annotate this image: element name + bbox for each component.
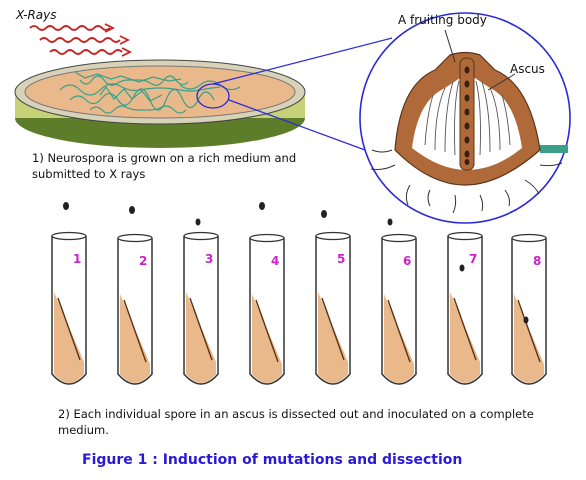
tube-number: 7 bbox=[469, 252, 478, 266]
tube-rim bbox=[51, 231, 87, 241]
tube-outline bbox=[315, 236, 351, 385]
tube-rim bbox=[183, 231, 219, 241]
tube-outline bbox=[117, 238, 153, 385]
fruiting-body-pointer bbox=[444, 29, 456, 63]
tube-medium bbox=[514, 294, 544, 383]
tube-medium bbox=[120, 294, 150, 383]
test-tube bbox=[315, 231, 351, 385]
spore bbox=[459, 264, 465, 272]
asci bbox=[424, 80, 511, 156]
ascospores bbox=[464, 66, 470, 165]
tube-outline bbox=[249, 238, 285, 385]
test-tube bbox=[117, 233, 153, 385]
tube-slant bbox=[57, 297, 81, 361]
test-tube bbox=[183, 231, 219, 385]
ascus-pointer bbox=[487, 73, 516, 91]
tube-medium bbox=[54, 292, 84, 383]
tube-rim bbox=[381, 233, 417, 243]
tube-medium bbox=[186, 292, 216, 383]
tube-slant bbox=[123, 299, 147, 363]
tube-rim bbox=[117, 233, 153, 243]
tube-number: 2 bbox=[139, 254, 148, 268]
fruiting-body-label: A fruiting body bbox=[398, 13, 487, 27]
mycelium bbox=[59, 71, 241, 114]
test-tube bbox=[51, 231, 87, 385]
test-tube bbox=[511, 233, 547, 385]
tube-medium bbox=[318, 292, 348, 383]
tube-rim bbox=[315, 231, 351, 241]
tube-number: 3 bbox=[205, 252, 214, 266]
test-tube bbox=[381, 233, 417, 385]
tube-medium bbox=[384, 294, 414, 383]
tube-outline bbox=[447, 236, 483, 385]
tube-slant bbox=[517, 299, 541, 363]
tube-number: 6 bbox=[403, 254, 412, 268]
tube-rim bbox=[511, 233, 547, 243]
ascus-label: Ascus bbox=[510, 62, 545, 76]
tube-slant bbox=[321, 297, 345, 361]
tube-number: 5 bbox=[337, 252, 346, 266]
tube-outline bbox=[511, 238, 547, 385]
figure-caption: Figure 1 : Induction of mutations and di… bbox=[82, 452, 463, 468]
spores-row bbox=[63, 202, 393, 226]
fruiting-body-magnified bbox=[359, 12, 571, 224]
hyphae bbox=[370, 149, 563, 214]
tube-number: 4 bbox=[271, 254, 280, 268]
tube-slant bbox=[387, 299, 411, 363]
xray-arrows bbox=[29, 23, 133, 57]
spore bbox=[523, 316, 529, 324]
test-tubes bbox=[51, 231, 547, 385]
tube-slant bbox=[255, 299, 279, 363]
xrays-label: X-Rays bbox=[16, 8, 57, 22]
test-tube bbox=[249, 233, 285, 385]
hypha-strand bbox=[540, 145, 568, 153]
step-1-text: 1) Neurospora is grown on a rich medium … bbox=[32, 151, 297, 181]
tube-medium bbox=[450, 292, 480, 383]
tube-slant bbox=[189, 297, 213, 361]
test-tube bbox=[447, 231, 483, 385]
tube-number: 1 bbox=[73, 252, 82, 266]
tube-outline bbox=[381, 238, 417, 385]
tube-number: 8 bbox=[533, 254, 542, 268]
step-2-text: 2) Each individual spore in an ascus is … bbox=[58, 407, 534, 437]
zoom-lines bbox=[212, 37, 393, 151]
tube-slant bbox=[453, 297, 477, 361]
tube-rim bbox=[249, 233, 285, 243]
petri-dish bbox=[14, 59, 306, 148]
tube-medium bbox=[252, 294, 282, 383]
tube-rim bbox=[447, 231, 483, 241]
tube-outline bbox=[51, 236, 87, 385]
tube-outline bbox=[183, 236, 219, 385]
